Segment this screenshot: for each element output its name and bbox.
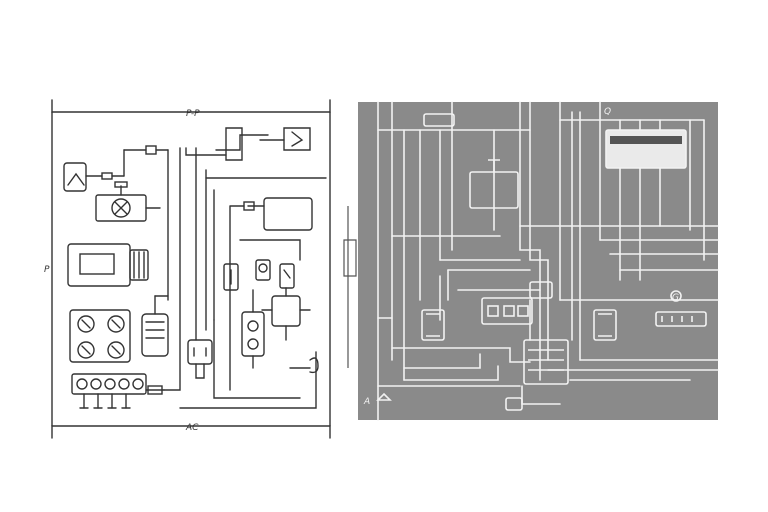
right-schematic-panel: Q G A (343, 101, 719, 421)
knob-3 (77, 341, 95, 359)
right-small-label: G (672, 293, 679, 303)
switch-1 (223, 263, 239, 291)
switch-2 (255, 259, 271, 281)
sensor-component (63, 162, 87, 192)
left-bottom-label: AC (185, 423, 199, 433)
left-schematic-panel (51, 99, 331, 439)
left-relay (421, 309, 445, 341)
terminal-chip (529, 281, 553, 299)
left-panel-labels: P-P AC P (44, 109, 200, 433)
bottom-fuse (505, 397, 523, 411)
terminal-strip (71, 373, 147, 395)
junction-box (481, 297, 533, 325)
right-side-bracket (343, 206, 357, 368)
left-side-label: P (44, 265, 50, 275)
bus-coupler (523, 339, 569, 385)
knob-2 (107, 315, 125, 333)
right-relay (593, 309, 617, 341)
small-switch (670, 290, 682, 302)
status-panel (605, 129, 687, 169)
top-connector (423, 113, 455, 127)
motor-block (67, 243, 131, 287)
relay-unit (141, 313, 169, 357)
left-frame-top (51, 99, 331, 113)
terminal-block (655, 311, 707, 327)
left-top-label: P-P (186, 109, 200, 119)
right-corner-label: A (363, 397, 370, 407)
gauge-dial (111, 198, 131, 218)
knob-4 (107, 341, 125, 359)
right-top-right-label: Q (604, 107, 611, 117)
plug (187, 339, 213, 365)
knob-panel (69, 309, 131, 363)
left-frame-bottom (51, 425, 331, 439)
switch-3 (279, 263, 295, 289)
fuse-holder (271, 295, 301, 327)
knob-1 (77, 315, 95, 333)
control-box (263, 197, 313, 231)
